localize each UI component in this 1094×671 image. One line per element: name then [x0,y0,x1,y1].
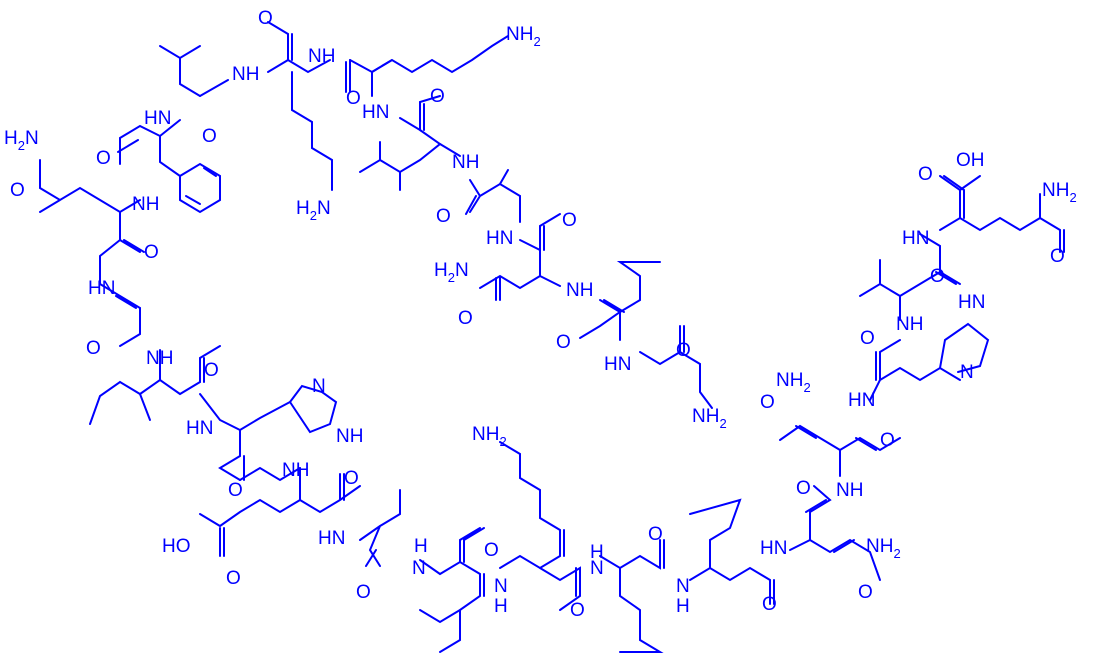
amine-label: H2N [434,260,469,285]
amide-label: NH [566,280,593,301]
nitrogen-label: N [676,576,690,597]
hydroxyl-label: OH [956,150,985,171]
amide-label: HN [902,228,929,249]
oxygen-label: O [918,164,933,185]
oxygen-label: O [458,308,473,329]
oxygen-label: O [204,360,219,381]
amine-label: NH2 [506,24,541,49]
oxygen-label: O [930,266,945,287]
amide-label: HN [186,418,213,439]
amide-label: H [414,536,428,557]
oxygen-label: O [344,468,359,489]
oxygen-label: O [860,328,875,349]
oxygen-label: O [228,480,243,501]
imidazole-nh-label: HN [958,292,985,313]
oxygen-label: O [356,582,371,603]
amide-label: NH [836,480,863,501]
amide-label: NH [146,348,173,369]
amine-label: H2N [4,128,39,153]
amide-label: NH [232,64,259,85]
amide-h-label: H [494,596,508,617]
amide-label: NH [896,314,923,335]
oxygen-label: O [96,148,111,169]
hydroxyl-label: HO [162,536,191,557]
oxygen-label: O [346,88,361,109]
nitrogen-label: N [960,362,974,383]
nitrogen-label: N [312,376,326,397]
amide-label: HN [486,228,513,249]
amide-label: NH [452,152,479,173]
nitrogen-label: N [412,558,426,579]
amide-label: HN [88,278,115,299]
nitrogen-label: N [590,558,604,579]
oxygen-label: O [556,332,571,353]
amide-label: HN [318,528,345,549]
oxygen-label: O [760,392,775,413]
oxygen-label: O [858,582,873,603]
oxygen-label: O [676,340,691,361]
oxygen-label: O [226,568,241,589]
oxygen-label: O [144,242,159,263]
amine-label: NH2 [776,370,811,395]
amine-label: NH2 [692,406,727,431]
amine-label: NH2 [1042,180,1077,205]
imidazole-nh-label: NH [336,426,363,447]
oxygen-label: O [762,594,777,615]
oxygen-label: O [430,86,445,107]
nitrogen-label: N [494,576,508,597]
oxygen-label: O [10,180,25,201]
oxygen-label: O [86,338,101,359]
oxygen-label: O [1050,246,1065,267]
amide-label: HN [760,538,787,559]
amide-label: NH [308,46,335,67]
oxygen-label: O [484,540,499,561]
oxygen-label: O [570,600,585,621]
amide-h-label: H [590,542,604,563]
amine-label: H2N [296,198,331,223]
amide-label: NH [132,194,159,215]
amine-label: NH2 [472,424,507,449]
oxygen-label: O [796,478,811,499]
oxygen-label: O [202,126,217,147]
oxygen-label: O [880,430,895,451]
amine-label: NH2 [866,536,901,561]
oxygen-label: O [436,206,451,227]
bonds [39,21,1065,653]
atom-labels: NH2 NH NH O O HN O HN O NH H2N H2N O O N… [4,8,1077,621]
amide-label: HN [848,390,875,411]
oxygen-label: O [258,8,273,29]
amide-h-label: H [676,596,690,617]
oxygen-label: O [562,210,577,231]
amide-label: HN [604,354,631,375]
oxygen-label: O [648,524,663,545]
amide-label: NH [282,460,309,481]
amide-label: HN [362,102,389,123]
amide-label: HN [144,108,171,129]
